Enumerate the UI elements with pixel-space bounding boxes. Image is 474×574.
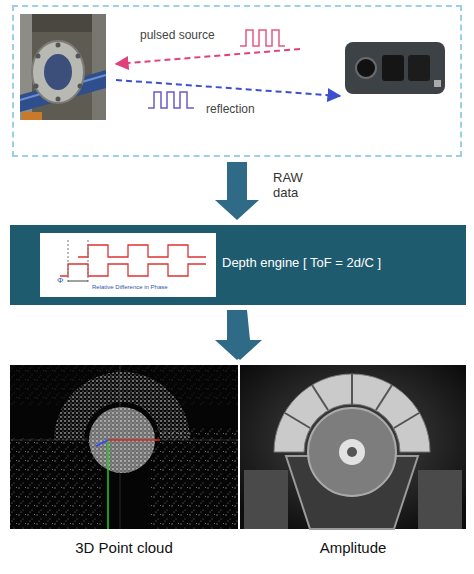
clamp-bolt	[36, 54, 41, 59]
axis-y	[107, 440, 109, 529]
image-background	[240, 365, 466, 529]
shaft-disc	[308, 408, 396, 496]
inset-background	[40, 233, 216, 297]
process-band: Depth engine [ ToF = 2d/C ]	[10, 225, 466, 305]
node-text: Depth engine [ ToF = 2d/C ]	[222, 256, 452, 271]
edge-label: RAW data	[273, 171, 309, 201]
tof-camera	[345, 42, 445, 94]
ring-segment	[394, 413, 419, 428]
ring-segment	[312, 385, 328, 410]
mount-side	[244, 470, 288, 529]
camera-logo	[434, 80, 441, 87]
clamp-ring	[32, 41, 84, 103]
ring-segment	[351, 374, 353, 404]
emitted-wave	[78, 245, 206, 257]
pulse-wave	[240, 30, 285, 46]
machine-photo	[20, 14, 106, 120]
flow-arrow	[215, 310, 259, 360]
flow-arrow	[215, 162, 259, 220]
clamp-bolt	[76, 54, 81, 59]
phase-marker	[88, 240, 89, 284]
shaft-center	[347, 447, 357, 457]
flow-arrow	[218, 310, 262, 360]
node-text: 3D Point cloud	[10, 539, 238, 556]
machine-frame	[32, 14, 92, 32]
camera-body	[345, 42, 445, 94]
clamp-bolt	[34, 84, 39, 89]
ring-segment	[285, 413, 310, 428]
reflection-wave	[148, 92, 194, 108]
image-panel: 3D Point cloud	[10, 365, 238, 529]
phase-inset	[40, 233, 216, 297]
clamp-bolt	[78, 84, 83, 89]
clamp-bore	[44, 54, 72, 90]
axis-z	[96, 440, 108, 446]
photo-background	[20, 14, 106, 120]
point-noise	[10, 438, 102, 529]
clamp-bolt	[56, 43, 61, 48]
phase-span	[68, 281, 88, 282]
camera-window	[382, 55, 404, 81]
mount-side	[418, 470, 462, 529]
point-cloud-image	[10, 365, 238, 529]
camera-lens	[356, 58, 376, 78]
node-text: Amplitude	[240, 539, 466, 556]
camera-window	[408, 55, 430, 81]
sensing-group: pulsed source reflection	[12, 5, 462, 157]
node-text: reflection	[206, 103, 286, 117]
point-noise	[150, 428, 238, 529]
clamp-bolt	[56, 97, 61, 102]
node-text: pulsed source	[140, 29, 240, 43]
machine-part	[22, 112, 42, 120]
shaft-hub	[339, 439, 365, 465]
image-panel: Amplitude	[240, 365, 466, 529]
reflection-arrow	[116, 80, 340, 96]
pulse-arrow	[116, 49, 300, 64]
phase-marker	[68, 240, 69, 284]
ring-segment	[376, 385, 392, 410]
axis-x	[108, 439, 160, 441]
image-background	[10, 365, 238, 529]
amplitude-image	[240, 365, 466, 529]
machine-column	[92, 14, 106, 120]
received-wave	[60, 264, 206, 276]
